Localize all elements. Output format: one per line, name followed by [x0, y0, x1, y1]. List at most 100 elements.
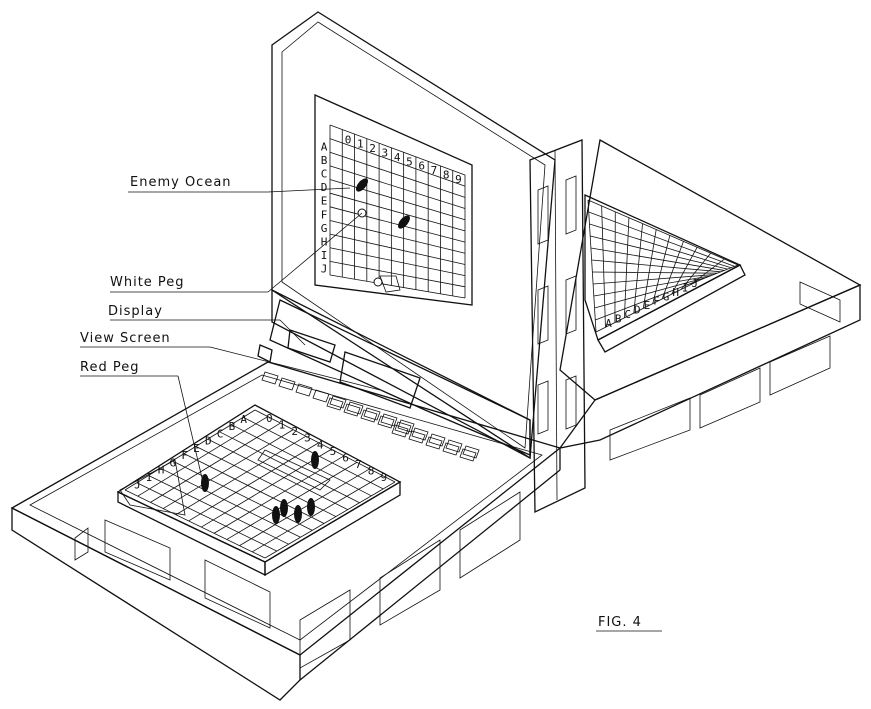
grid-line: [252, 475, 382, 551]
view-screen-label: View Screen: [80, 331, 171, 346]
panel-button: [395, 422, 411, 434]
enemy-row-label: C: [321, 168, 328, 181]
player-col-label: 3: [304, 432, 311, 445]
red-peg-marker: [280, 499, 288, 517]
grid-line: [330, 248, 465, 276]
grid-line: [160, 468, 300, 537]
grid-line: [214, 456, 344, 533]
white-peg-label: White Peg: [110, 275, 185, 290]
player-col-label: 4: [317, 438, 324, 451]
grid-line: [592, 260, 721, 272]
enemy-col-label: 9: [455, 173, 462, 186]
panel-button: [429, 434, 445, 446]
red-peg-marker: [294, 505, 302, 523]
grid-line: [634, 224, 643, 313]
red-peg-marker: [272, 506, 280, 524]
red-peg-marker: [307, 498, 315, 516]
panel-button: [426, 437, 442, 449]
player-col-label: 9: [380, 471, 387, 484]
enemy-row-label: I: [321, 249, 328, 262]
panel-button: [463, 446, 479, 458]
enemy-ocean-board: [315, 95, 472, 305]
grid-line: [265, 482, 395, 558]
player-col-label: 6: [342, 451, 349, 464]
center-divider: [530, 140, 585, 512]
player-row-label: H: [158, 464, 165, 477]
enemy-col-label: 5: [406, 155, 413, 168]
panel-button: [460, 449, 476, 461]
grid-line: [330, 180, 465, 220]
red-peg-label: Red Peg: [80, 360, 139, 375]
panel-button: [378, 416, 394, 428]
grid-line: [125, 490, 265, 558]
player-pegs: [201, 451, 319, 524]
grid-line: [220, 432, 360, 503]
player-row-label: A: [240, 413, 247, 426]
opponent-row-label: A: [605, 317, 612, 330]
opponent-row-label: I: [682, 281, 689, 294]
enemy-col-label: 6: [418, 160, 425, 173]
enemy-row-label: H: [321, 235, 328, 248]
grid-line: [330, 275, 465, 298]
grid-line: [208, 439, 348, 510]
enemy-col-label: 0: [345, 133, 352, 146]
enemy-row-label: A: [321, 140, 328, 153]
grid-line: [588, 200, 738, 265]
enemy-col-label: 4: [394, 151, 401, 164]
display-label: Display: [108, 304, 163, 319]
panel-button: [262, 372, 278, 384]
player-row-label: B: [229, 420, 236, 433]
panel-button: [330, 396, 346, 408]
grid-line: [590, 236, 727, 269]
player-row-label: G: [170, 456, 177, 469]
enemy-row-label: F: [321, 208, 328, 221]
panel-button: [409, 431, 425, 443]
opponent-row-label: C: [624, 308, 631, 321]
grid-line: [330, 261, 465, 286]
player-col-label: 2: [291, 425, 298, 438]
player-col-label: 8: [368, 464, 375, 477]
panel-button: [443, 443, 459, 455]
grid-line: [589, 224, 731, 268]
opponent-base: [560, 140, 860, 460]
opponent-row-label: E: [644, 299, 651, 312]
enemy-col-label: 7: [431, 164, 438, 177]
red-peg-marker: [311, 451, 319, 469]
enemy-row-label: E: [321, 195, 328, 208]
panel-button: [361, 410, 377, 422]
panel-button: [446, 440, 462, 452]
enemy-row-label: G: [321, 222, 328, 235]
enemy-col-label: 3: [382, 146, 389, 159]
opponent-row-label: F: [653, 295, 660, 308]
enemy-col-label: 8: [443, 168, 450, 181]
player-col-label: 1: [279, 419, 286, 432]
player-col-label: 0: [266, 412, 273, 425]
grid-line: [330, 234, 465, 264]
grid-line: [240, 469, 370, 546]
player-col-label: 5: [330, 445, 337, 458]
grid-line: [592, 272, 717, 273]
enemy-col-label: 1: [357, 138, 364, 151]
control-panel: [258, 300, 530, 461]
enemy-ocean-label: Enemy Ocean: [130, 175, 232, 190]
grid-line: [602, 206, 606, 327]
player-row-label: C: [217, 427, 224, 440]
figure-label: FIG. 4: [598, 615, 642, 630]
panel-button: [364, 408, 380, 420]
panel-button: [347, 402, 363, 414]
opponent-row-label: D: [634, 304, 641, 317]
player-row-label: E: [193, 442, 200, 455]
grid-line: [149, 475, 289, 544]
opponent-row-label: H: [672, 286, 679, 299]
panel-button: [313, 390, 329, 402]
panel-button: [381, 414, 397, 426]
player-row-label: I: [146, 471, 153, 484]
grid-line: [137, 483, 277, 551]
enemy-row-label: B: [321, 154, 328, 167]
enemy-row-label: D: [321, 181, 328, 194]
panel-button: [398, 420, 414, 432]
panel-button: [392, 425, 408, 437]
